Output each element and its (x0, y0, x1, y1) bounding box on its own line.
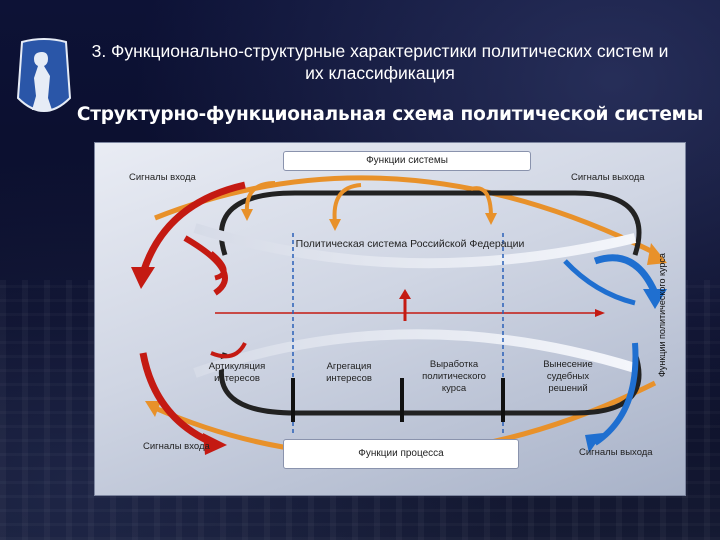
diagram-panel: Функции системы Функции процесса Сигналы… (94, 142, 686, 496)
slide-title: 3. Функционально-структурные характерист… (91, 41, 669, 83)
red-sweep-arrow (183, 235, 228, 296)
small-orange-arrow-1-head (241, 209, 253, 221)
center-divider-head (595, 309, 605, 317)
system-loop-bottom (218, 352, 642, 416)
post-2 (400, 378, 404, 422)
red-inner-arrow-2 (210, 342, 247, 359)
function-adjudication: Вынесение судебных решений (543, 359, 593, 394)
output-arrow-lower-head (585, 433, 603, 453)
inner-ribbon-top (193, 223, 637, 269)
output-arrow-top-head (643, 289, 667, 309)
small-orange-arrow-3 (470, 186, 493, 218)
small-orange-arrow-3-head (485, 213, 497, 225)
function-policy-making: Выработка политического курса (422, 359, 486, 394)
inner-ribbon-bottom (193, 329, 637, 378)
system-functions-box: Функции системы (283, 151, 531, 171)
post-3 (501, 378, 505, 422)
signals-out-bottom-label: Сигналы выхода (579, 447, 653, 458)
output-arrow-bottom (563, 259, 636, 306)
input-arrow-bottom (139, 352, 215, 447)
output-arrow-top (593, 254, 659, 295)
university-logo (16, 38, 72, 112)
function-articulation: Артикуляция интересов (208, 361, 266, 384)
outer-bottom-arrowhead (145, 401, 161, 417)
policy-functions-side-label: Функции политического курса (657, 253, 667, 377)
outer-top-arrowhead (647, 243, 667, 265)
small-orange-arrow-2 (332, 183, 362, 224)
input-arrow-bottom-head (203, 433, 227, 455)
small-orange-arrow-2-head (329, 219, 341, 231)
slide-subtitle: Структурно-функциональная схема политиче… (76, 104, 704, 125)
input-arrow-top-head (131, 267, 155, 289)
output-arrow-lower (593, 342, 639, 446)
small-orange-arrow-1 (244, 181, 276, 214)
function-aggregation: Агрегация интересов (326, 361, 372, 384)
signals-in-bottom-label: Сигналы входа (143, 441, 210, 452)
political-system-label: Политическая система Российской Федераци… (295, 238, 525, 250)
signals-in-top-label: Сигналы входа (129, 172, 196, 183)
center-up-arrow-head (399, 289, 411, 299)
signals-out-top-label: Сигналы выхода (571, 172, 645, 183)
process-functions-box: Функции процесса (283, 439, 519, 469)
input-arrow-top (139, 181, 246, 275)
system-loop-top (218, 190, 642, 256)
post-1 (291, 378, 295, 422)
outer-top-arc (154, 175, 657, 256)
